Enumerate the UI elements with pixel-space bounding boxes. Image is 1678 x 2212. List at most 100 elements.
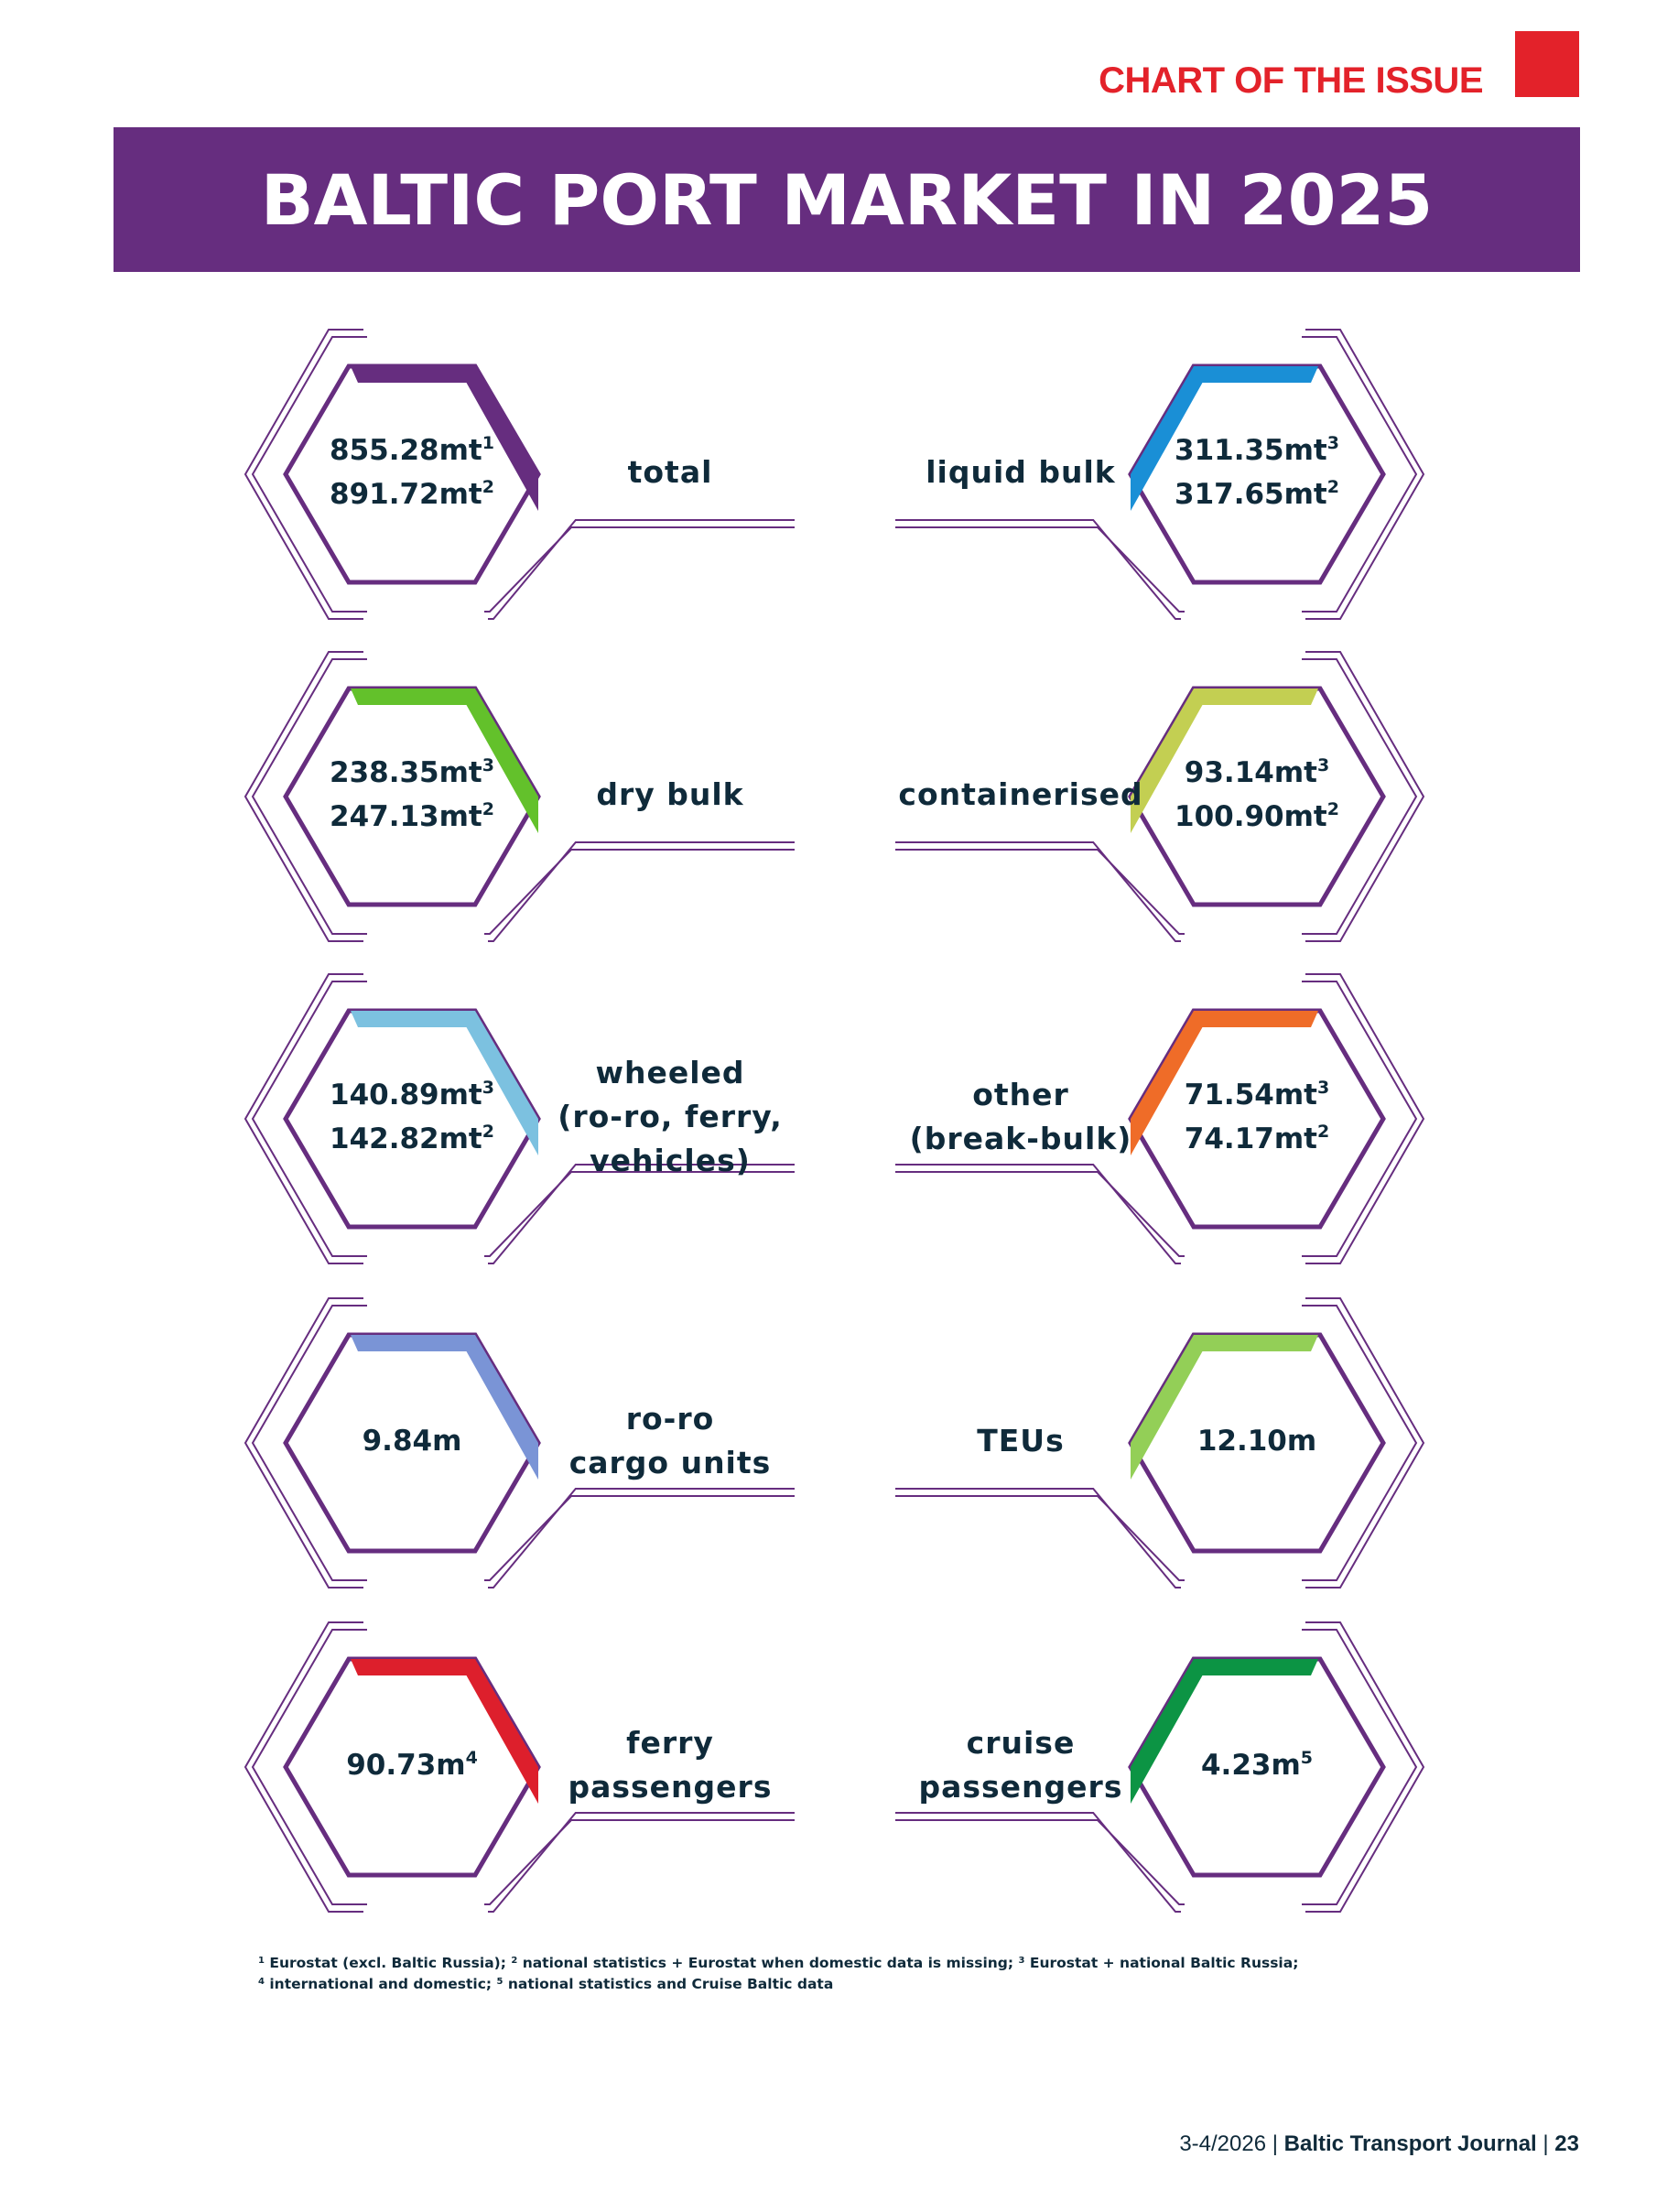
- category-label: TEUs: [888, 1419, 1153, 1463]
- journal-name: Baltic Transport Journal: [1283, 2131, 1537, 2156]
- footnote-ref: 2: [482, 477, 494, 497]
- outer-bracket-line-1: [1302, 981, 1418, 1257]
- section-marker: [1515, 31, 1579, 97]
- connector-line-1: [895, 849, 1185, 935]
- page-title: BALTIC PORT MARKET IN 2025: [260, 158, 1434, 241]
- footnote-ref: 5: [1300, 1748, 1314, 1768]
- outer-bracket-line-1: [1302, 1629, 1418, 1905]
- category-label-line: passengers: [568, 1769, 773, 1805]
- footnote-ref: 1: [482, 433, 494, 453]
- connector-line-2: [488, 519, 795, 620]
- outer-bracket-line-2: [244, 651, 363, 942]
- connector-line-1: [484, 849, 795, 935]
- category-label: ferry passengers: [537, 1721, 803, 1809]
- accent-band: [351, 689, 538, 833]
- footnote-text: national statistics + Eurostat when dome…: [517, 1955, 1019, 1971]
- connector-line-1: [484, 526, 795, 613]
- outer-bracket-line-2: [244, 1621, 363, 1913]
- value-text: 93.14mt: [1184, 756, 1317, 789]
- connector-line-2: [895, 1812, 1181, 1913]
- value-line: 891.72mt2: [316, 472, 508, 516]
- connector-line-1: [895, 526, 1185, 613]
- accent-band: [1131, 1011, 1318, 1155]
- footnote-number: 5: [496, 1977, 503, 1987]
- hexagon-values: 4.23m5: [1161, 1743, 1353, 1787]
- connector-line-1: [484, 1495, 795, 1581]
- category-label-line: vehicles): [590, 1143, 751, 1178]
- value-text: 855.28mt: [330, 434, 482, 467]
- footnote-line-1: 1 Eurostat (excl. Baltic Russia); 2 nati…: [258, 1953, 1448, 1974]
- category-label: liquid bulk: [888, 450, 1153, 494]
- value-text: 9.84m: [362, 1425, 462, 1458]
- value-text: 142.82mt: [330, 1122, 482, 1155]
- footer-separator: |: [1272, 2131, 1284, 2156]
- hexagon-values: 140.89mt3 142.82mt2: [316, 1073, 508, 1161]
- category-label: total: [537, 450, 803, 494]
- footnote-ref: 2: [1326, 799, 1339, 819]
- value-text: 90.73m: [346, 1749, 466, 1782]
- category-label-line: (break-bulk): [909, 1121, 1132, 1156]
- footnote-number: 3: [1018, 1956, 1025, 1966]
- category-label-line: passengers: [918, 1769, 1123, 1805]
- footnote-text: national statistics and Cruise Baltic da…: [503, 1976, 834, 1992]
- outer-bracket-line-2: [1305, 1297, 1425, 1589]
- hexagon-values: 12.10m: [1161, 1419, 1353, 1463]
- category-label: wheeled(ro-ro, ferry,vehicles): [537, 1051, 803, 1183]
- accent-band: [351, 1011, 538, 1155]
- value-line: 12.10m: [1161, 1419, 1353, 1463]
- outer-bracket-line-2: [244, 329, 363, 620]
- outer-bracket-line-2: [244, 1297, 363, 1589]
- category-label-line: total: [627, 454, 713, 490]
- category-label-line: cargo units: [568, 1445, 772, 1480]
- value-line: 9.84m: [316, 1419, 508, 1463]
- outer-bracket-line-2: [1305, 651, 1425, 942]
- value-text: 311.35mt: [1175, 434, 1327, 467]
- footnote-line-2: 4 international and domestic; 5 national…: [258, 1974, 1448, 1995]
- category-label-line: ferry: [626, 1725, 714, 1761]
- value-text: 74.17mt: [1184, 1122, 1317, 1155]
- outer-bracket-line-1: [251, 1629, 367, 1905]
- footnote-ref: 3: [1316, 755, 1330, 775]
- value-text: 317.65mt: [1175, 478, 1327, 511]
- footnote-ref: 2: [482, 799, 494, 819]
- connector-line-1: [895, 1495, 1185, 1581]
- category-label-line: other: [972, 1077, 1069, 1112]
- value-text: 238.35mt: [330, 756, 482, 789]
- accent-band: [351, 366, 538, 511]
- outer-bracket-line-1: [251, 981, 367, 1257]
- issue-number: 3-4/2026: [1179, 2131, 1267, 2156]
- category-label: other (break-bulk): [888, 1073, 1153, 1161]
- hexagon-values: 9.84m: [316, 1419, 508, 1463]
- category-label-line: liquid bulk: [926, 454, 1116, 490]
- section-label: CHART OF THE ISSUE: [1099, 60, 1483, 101]
- accent-band: [1131, 1335, 1318, 1480]
- page-number: 23: [1554, 2131, 1579, 2156]
- hexagon-values: 90.73m4: [316, 1743, 508, 1787]
- footnote-ref: 3: [482, 1078, 494, 1098]
- outer-bracket-line-1: [251, 336, 367, 613]
- value-line: 74.17mt2: [1161, 1117, 1353, 1161]
- connector-line-2: [488, 1488, 795, 1589]
- value-line: 100.90mt2: [1161, 795, 1353, 839]
- outer-bracket-line-2: [1305, 1621, 1425, 1913]
- page-footer: 3-4/2026 | Baltic Transport Journal | 23: [1007, 2131, 1579, 2157]
- footnote-ref: 2: [482, 1122, 494, 1142]
- value-line: 93.14mt3: [1161, 751, 1353, 795]
- footnote-text: Eurostat (excl. Baltic Russia);: [264, 1955, 512, 1971]
- category-label: dry bulk: [537, 773, 803, 817]
- value-text: 71.54mt: [1184, 1079, 1317, 1111]
- title-banner: BALTIC PORT MARKET IN 2025: [114, 127, 1580, 272]
- outer-bracket-line-1: [1302, 336, 1418, 613]
- footnotes: 1 Eurostat (excl. Baltic Russia); 2 nati…: [258, 1953, 1448, 1995]
- value-text: 100.90mt: [1175, 800, 1327, 833]
- connector-line-1: [895, 1819, 1185, 1905]
- category-label-line: containerised: [898, 776, 1143, 812]
- value-text: 4.23m: [1200, 1749, 1301, 1782]
- value-text: 140.89mt: [330, 1079, 482, 1111]
- footnote-number: 1: [258, 1956, 265, 1966]
- accent-band: [1131, 366, 1318, 511]
- connector-line-2: [488, 1812, 795, 1913]
- category-label-line: dry bulk: [596, 776, 744, 812]
